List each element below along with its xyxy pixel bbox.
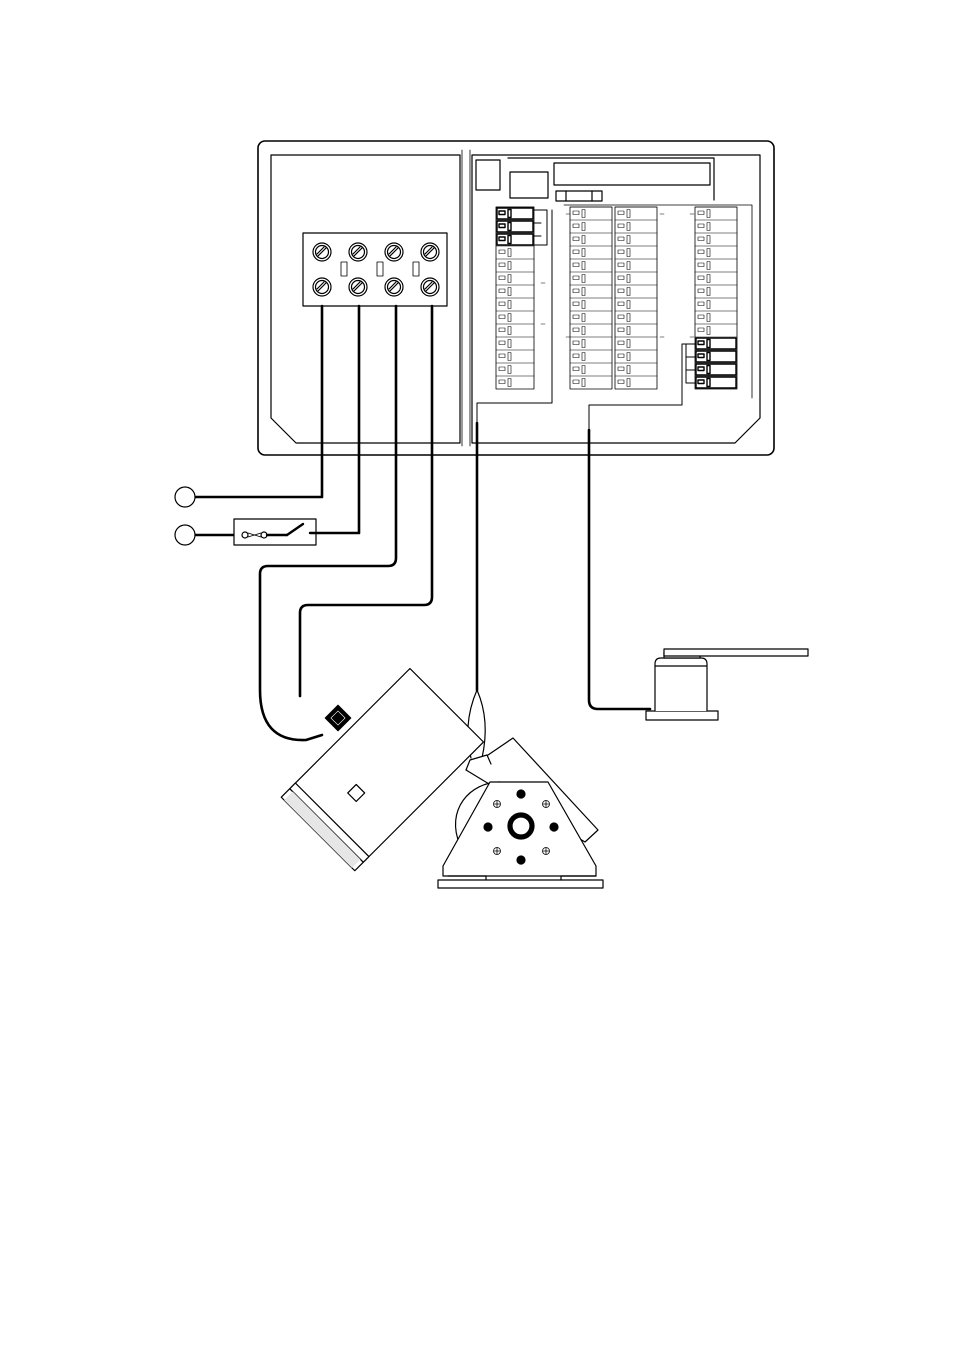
pan-tilt-motor-unit [281,669,603,888]
terminal-strip-b2 [615,207,657,389]
terminal-strip-a [496,207,534,389]
strip-c-jumpers [686,344,695,383]
limit-switch-unit [646,649,808,720]
terminal-screw [349,243,367,261]
terminal-screw [313,278,331,296]
motor-connector [325,705,350,730]
terminal-screw [385,278,403,296]
fuse [556,191,602,201]
external-terminal-1 [175,487,195,507]
strip-a-jumpers [534,210,547,245]
terminal-strip-b1 [570,207,612,389]
inline-switch [234,519,316,545]
terminal-screw [313,243,331,261]
terminal-screw [349,278,367,296]
terminal-screw [421,243,439,261]
terminal-screw [385,243,403,261]
terminal-screw [421,278,439,296]
terminal-block-strips [496,207,737,389]
terminal-strip-c [695,207,737,389]
mains-terminal-block [303,233,447,306]
external-terminal-2 [175,525,234,545]
